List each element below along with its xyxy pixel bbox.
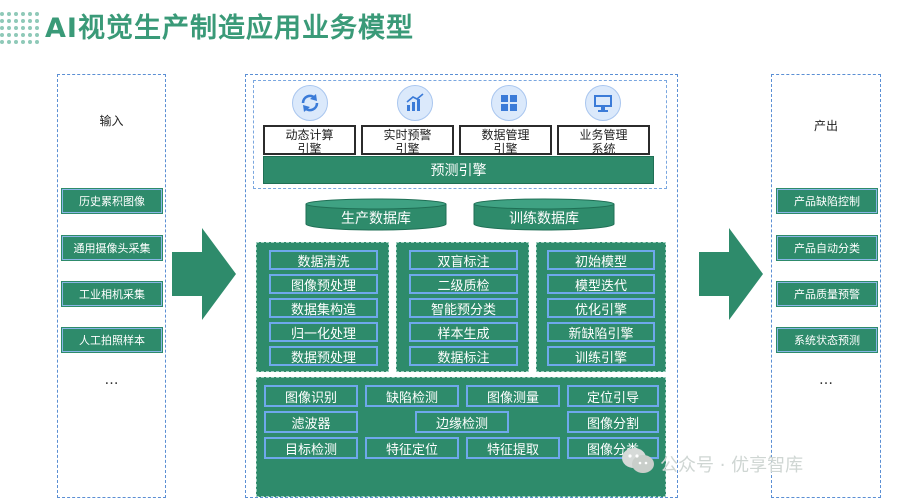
cell-image-segmentation: 图像分割	[567, 411, 659, 433]
wechat-logo-icon	[622, 448, 654, 473]
database-cylinder-icon	[473, 198, 615, 231]
decorative-dot	[7, 12, 11, 16]
input-item-industrial-camera: 工业相机采集	[62, 282, 162, 306]
engine-data-management: 数据管理 引擎	[459, 125, 552, 155]
decorative-dot-grid	[0, 12, 40, 46]
decorative-dot	[28, 19, 32, 23]
decorative-dot	[28, 33, 32, 37]
decorative-dot	[35, 40, 39, 44]
input-more-ellipsis: …	[104, 372, 119, 388]
decorative-dot	[28, 40, 32, 44]
arrow-right-icon	[172, 228, 236, 320]
cell-training-0: 初始模型	[547, 250, 655, 270]
decorative-dot	[35, 26, 39, 30]
decorative-dot	[7, 19, 11, 23]
input-heading: 输入	[99, 114, 124, 128]
cell-annotation-3: 样本生成	[409, 322, 518, 342]
monitor-icon	[585, 85, 621, 121]
cell-annotation-1: 二级质检	[409, 274, 518, 294]
cell-preprocess-2: 数据集构造	[269, 298, 378, 318]
decorative-dot	[35, 12, 39, 16]
decorative-dot	[0, 40, 4, 44]
decorative-dot	[14, 40, 18, 44]
decorative-dot	[14, 19, 18, 23]
cell-object-detection: 目标检测	[264, 437, 358, 459]
refresh-cycle-icon	[292, 85, 328, 121]
decorative-dot	[21, 26, 25, 30]
output-item-system-prediction: 系统状态预测	[777, 328, 877, 352]
cell-annotation-4: 数据标注	[409, 346, 518, 366]
output-item-quality-warning: 产品质量预警	[777, 282, 877, 306]
decorative-dot	[0, 33, 4, 37]
engine-dynamic-compute: 动态计算 引擎	[263, 125, 356, 155]
decorative-dot	[14, 12, 18, 16]
cell-defect-detection: 缺陷检测	[365, 385, 459, 407]
cell-feature-extraction: 特征提取	[466, 437, 560, 459]
output-more-ellipsis: …	[819, 372, 833, 388]
cell-preprocess-0: 数据清洗	[269, 250, 378, 270]
center-panel	[245, 74, 678, 498]
decorative-dot	[28, 12, 32, 16]
cell-image-recognition: 图像识别	[264, 385, 358, 407]
decorative-dot	[21, 40, 25, 44]
cell-training-3: 新缺陷引擎	[547, 322, 655, 342]
cell-feature-localization: 特征定位	[365, 437, 459, 459]
cell-positioning-guidance: 定位引导	[567, 385, 659, 407]
database-production: 生产数据库	[341, 211, 411, 227]
decorative-dot	[28, 26, 32, 30]
decorative-dot	[14, 26, 18, 30]
output-panel	[771, 74, 881, 498]
decorative-dot	[0, 12, 4, 16]
cell-annotation-2: 智能预分类	[409, 298, 518, 318]
decorative-dot	[35, 33, 39, 37]
decorative-dot	[0, 19, 4, 23]
database-training: 训练数据库	[509, 211, 579, 227]
input-item-history-images: 历史累积图像	[62, 189, 162, 213]
decorative-dot	[7, 33, 11, 37]
bar-chart-growth-icon	[397, 85, 433, 121]
grid-blocks-icon	[491, 85, 527, 121]
cell-training-1: 模型迭代	[547, 274, 655, 294]
input-panel	[57, 74, 166, 498]
predict-engine-bar: 预测引擎	[263, 156, 654, 184]
decorative-dot	[21, 19, 25, 23]
input-item-general-camera: 通用摄像头采集	[62, 236, 162, 260]
input-item-manual-photo: 人工拍照样本	[62, 328, 162, 352]
decorative-dot	[21, 12, 25, 16]
decorative-dot	[7, 40, 11, 44]
decorative-dot	[7, 26, 11, 30]
arrow-right-icon	[699, 228, 763, 320]
cell-preprocess-4: 数据预处理	[269, 346, 378, 366]
output-item-auto-classification: 产品自动分类	[777, 236, 877, 260]
cell-training-2: 优化引擎	[547, 298, 655, 318]
decorative-dot	[35, 19, 39, 23]
cell-preprocess-3: 归一化处理	[269, 322, 378, 342]
cell-edge-detection: 边缘检测	[415, 411, 509, 433]
output-heading: 产出	[813, 119, 838, 133]
engine-business-management: 业务管理 系统	[557, 125, 650, 155]
cell-filter: 滤波器	[264, 411, 358, 433]
watermark-text: 公众号 · 优享智库	[660, 455, 804, 476]
cell-preprocess-1: 图像预处理	[269, 274, 378, 294]
decorative-dot	[14, 33, 18, 37]
engine-panel	[253, 80, 667, 189]
database-cylinder-icon	[305, 198, 447, 231]
cell-training-4: 训练引擎	[547, 346, 655, 366]
decorative-dot	[0, 26, 4, 30]
page-title: AI视觉生产制造应用业务模型	[45, 13, 414, 44]
output-item-defect-control: 产品缺陷控制	[777, 189, 877, 213]
cell-image-measurement: 图像测量	[466, 385, 560, 407]
engine-realtime-alert: 实时预警 引擎	[361, 125, 454, 155]
decorative-dot	[21, 33, 25, 37]
cell-annotation-0: 双盲标注	[409, 250, 518, 270]
